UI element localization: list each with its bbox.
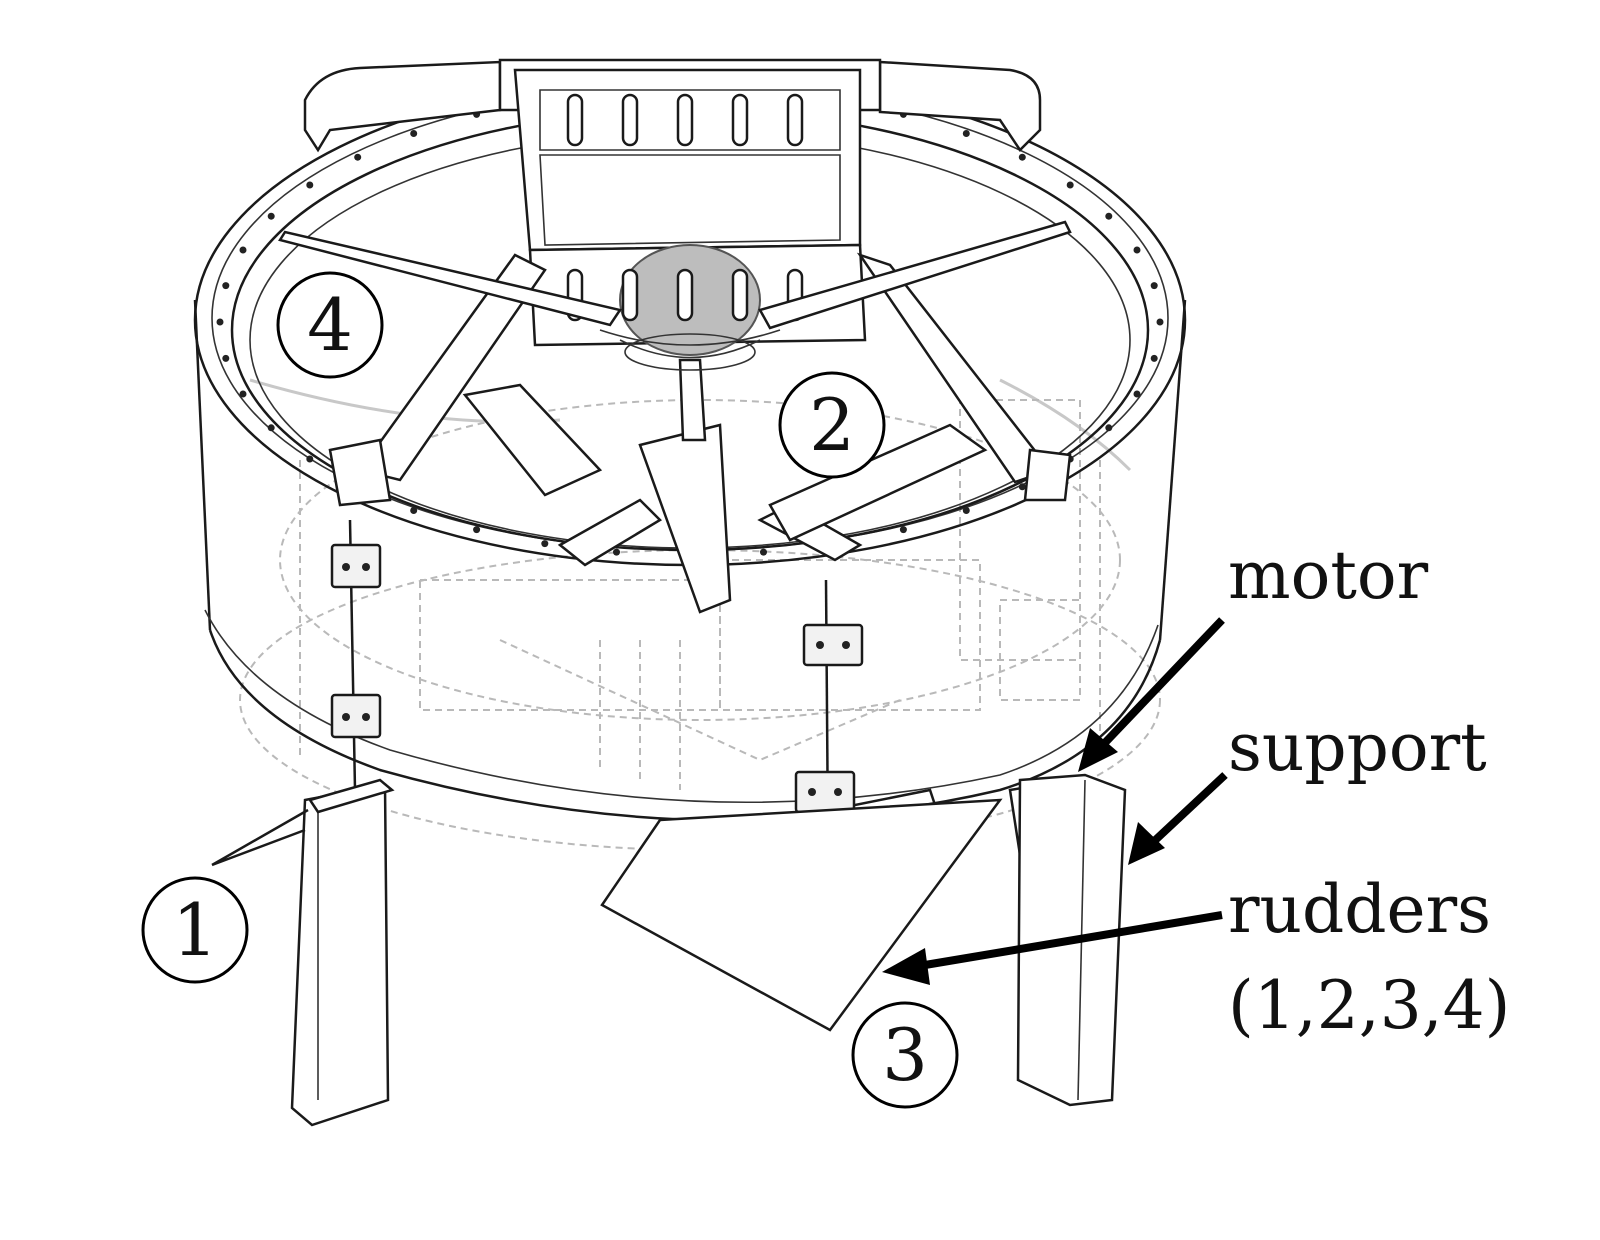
rudders-arrow [924, 911, 1223, 969]
rim-bolt-hole [306, 455, 314, 463]
rim-bolt-hole [239, 246, 247, 254]
rudder-2-marker: 2 [778, 371, 886, 479]
annotation-arrows [211, 617, 1228, 985]
rudder-1-number: 1 [172, 888, 218, 972]
rim-bolt-hole [1066, 181, 1074, 189]
rim-bolt-hole [239, 390, 247, 398]
fan-blades [278, 220, 1072, 614]
support-arrowhead [1128, 822, 1165, 865]
mount-slot [566, 93, 584, 147]
rim-bolt-hole [1133, 390, 1141, 398]
rudder-3 [600, 798, 1003, 1032]
rim-bolt-hole [1156, 318, 1164, 326]
rim-bolt-hole [222, 354, 230, 362]
struts [328, 252, 1072, 567]
rudder-4-marker: 4 [276, 271, 384, 379]
motor-arrow [1097, 617, 1225, 751]
mount-slot [786, 93, 804, 147]
mount-slot [621, 268, 639, 322]
rudder-4-number: 4 [307, 283, 353, 367]
rim-bolt-hole [410, 507, 418, 514]
hinge-plates [330, 543, 864, 814]
rim-bolt-hole [1105, 424, 1113, 432]
rudders-label: rudders [1228, 871, 1491, 948]
rim-bolt-hole [354, 153, 362, 161]
rudder-number-markers: 1 2 3 4 [141, 271, 959, 1109]
support-label: support [1228, 709, 1487, 786]
support-arrow [1147, 772, 1228, 848]
rim-bolt-hole [541, 540, 549, 548]
mount-slot [731, 268, 749, 322]
rudder-1-leader [211, 808, 309, 867]
rim-bolt-hole [1150, 282, 1158, 290]
rim-bolt-hole [1018, 483, 1026, 491]
mount-slot [676, 93, 694, 147]
rim-bolt-hole [216, 318, 224, 326]
rim-bolt-hole [1105, 212, 1113, 220]
motor-arrowhead [1078, 728, 1118, 772]
rim-bolt-hole [1133, 246, 1141, 254]
mount-slot [676, 268, 694, 322]
rim-bolt-hole [410, 130, 418, 137]
drive-shaft [619, 333, 761, 442]
rim-bolt-hole [267, 212, 275, 220]
rim-bolt-hole [1150, 354, 1158, 362]
mount-slot [621, 93, 639, 147]
rudder-3-marker: 3 [851, 1001, 959, 1109]
rim-bolt-hole [473, 526, 481, 534]
rim-bolt-hole [962, 130, 970, 137]
motor-label: motor [1228, 537, 1429, 614]
rudders-numbers-label: (1,2,3,4) [1228, 967, 1510, 1044]
mount-slots [566, 93, 804, 322]
left-support-leg [290, 778, 395, 1127]
rudders-arrowhead [882, 948, 930, 985]
mount-slot [731, 93, 749, 147]
rim-bolt-hole [899, 526, 907, 534]
rudder-2-number: 2 [809, 383, 855, 467]
rim-bolt-hole [267, 424, 275, 432]
annotation-labels: motor support rudders (1,2,3,4) [1228, 537, 1510, 1044]
rim-bolt-hole [222, 282, 230, 290]
rim-bolt-hole [1018, 153, 1026, 161]
rim-bolt-hole [962, 507, 970, 514]
rim-bolt-hole [613, 548, 620, 556]
rudder-3-number: 3 [882, 1013, 928, 1097]
rim-bolt-hole [760, 548, 767, 556]
rim-bolt-hole [306, 181, 314, 189]
rudder-1-marker: 1 [141, 876, 249, 984]
